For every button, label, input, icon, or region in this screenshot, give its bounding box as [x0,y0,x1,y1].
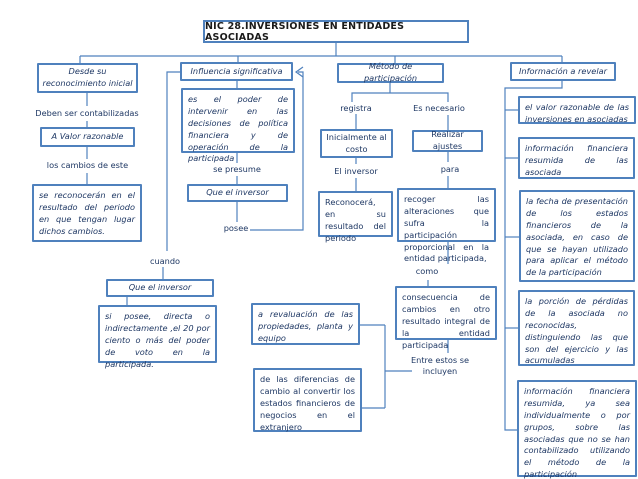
node-influencia-significativa: Influencia significativa [180,62,293,81]
label-como: como [415,266,439,276]
node-revaluacion-propiedades: a revaluación de las propiedades, planta… [251,303,360,345]
node-metodo-de-participacion: Método de participación [337,61,444,83]
node-diferencias-de-cambio: de las diferencias de cambio al converti… [253,368,362,432]
node-desde-su-reconocimiento-inicial: Desde su reconocimiento inicial [37,63,138,93]
node-que-el-inversor-2: Que el inversor [106,279,214,297]
label-registra: registra [340,103,372,113]
label-el-inversor: El inversor [334,166,378,176]
node-informacion-no-contabilizada: información financiera resumida, ya sea … [517,380,637,479]
label-para: para [440,164,460,174]
node-si-posee-20-por-ciento: si posee, directa o indirectamente ,el 2… [98,305,217,369]
node-consecuencia-de-cambios: consecuencia de cambios en otro resultad… [395,286,497,350]
arrow-left-icon [294,66,304,78]
node-que-el-inversor: Que el inversor [187,184,288,202]
page-title: NIC 28.INVERSIONES EN ENTIDADES ASOCIADA… [203,20,469,43]
node-reconocera-en-resultado: Reconocerá, en su resultado del periodo [318,191,393,243]
label-entre-estos-se-incluyen: Entre estos se incluyen [410,355,470,376]
node-se-reconoceran-en-resultado: se reconocerán en el resultado del perio… [32,184,142,242]
label-los-cambios-de-este: los cambios de este [46,160,129,170]
label-cuando: cuando [149,256,181,266]
label-es-necesario: Es necesario [413,103,465,113]
label-posee: posee [223,223,249,233]
node-informacion-financiera-resumida: información financiera resumida de las a… [518,137,635,179]
node-a-valor-razonable: A Valor razonable [40,127,135,147]
label-deben-ser-contabilizadas: Deben ser contabilizadas [35,108,139,118]
node-poder-de-intervenir: es el poder de intervenir en las decisio… [181,88,295,163]
label-se-presume: se presume [213,164,261,174]
node-fecha-de-presentacion: la fecha de presentación de los estados … [519,190,635,282]
node-porcion-de-perdidas: la porción de pérdidas de la asociada no… [518,290,635,366]
node-recoger-alteraciones: recoger las alteraciones que sufra la pa… [397,188,496,263]
node-informacion-a-revelar: Información a revelar [510,62,616,81]
node-realizar-ajustes: Realizar ajustes [412,129,483,152]
node-inicialmente-al-costo: Inicialmente al costo [320,129,393,158]
node-valor-razonable-inversiones: el valor razonable de las inversiones en… [518,96,636,124]
